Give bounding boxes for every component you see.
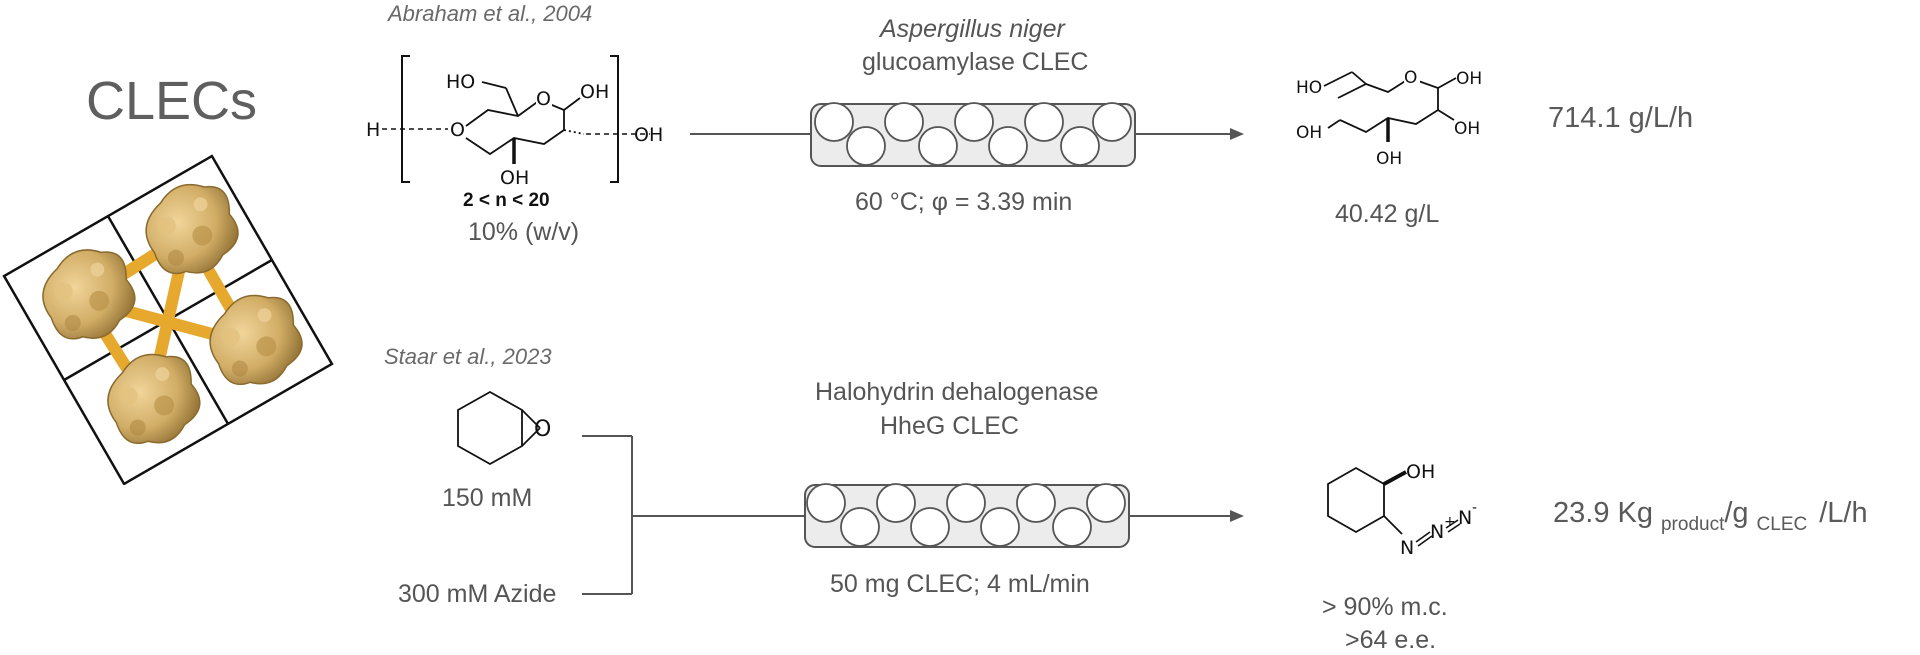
atom-o-ring: O xyxy=(536,88,551,110)
bead xyxy=(918,126,958,166)
packed-bed-column-1 xyxy=(810,102,1136,167)
reaction-arrow-1 xyxy=(690,128,1244,140)
atom-h: H xyxy=(366,119,380,141)
bead xyxy=(876,483,916,523)
atom-oh-chain: OH xyxy=(634,124,663,146)
atom-plus: + xyxy=(1444,514,1456,530)
atom-o-link: O xyxy=(450,119,465,141)
oligosaccharide-structure: H O O HO OH OH OH xyxy=(366,55,663,189)
bead xyxy=(840,507,880,547)
productivity-1: 714.1 g/L/h xyxy=(1548,102,1694,134)
product-1-amount: 40.42 g/L xyxy=(1335,200,1440,228)
reagent-azide: 300 mM Azide xyxy=(398,580,557,608)
bead xyxy=(1024,102,1064,142)
conditions-2: 50 mg CLEC; 4 mL/min xyxy=(830,570,1090,598)
atom-oh: OH xyxy=(1406,462,1435,483)
atom-n3: N xyxy=(1458,507,1472,529)
bead xyxy=(988,126,1028,166)
enzyme-1-organism: Aspergillus niger xyxy=(880,15,1065,43)
bead xyxy=(1016,483,1056,523)
bead xyxy=(814,102,854,142)
enzyme-2-name: Halohydrin dehalogenase xyxy=(815,378,1099,406)
repeat-count-label: 2 < n < 20 xyxy=(463,190,550,211)
protein-molecule xyxy=(145,183,239,275)
product-2-ee: >64 e.e. xyxy=(1345,626,1437,654)
bead xyxy=(806,483,846,523)
productivity-2-tail: /L/h xyxy=(1819,497,1868,529)
atom-oh-ring: OH xyxy=(580,81,609,103)
bead xyxy=(884,102,924,142)
atom-ho: HO xyxy=(446,71,475,93)
atom-o: O xyxy=(534,417,551,442)
bead xyxy=(1086,483,1126,523)
citation-1: Abraham et al., 2004 xyxy=(388,1,593,26)
substrate-2-concentration: 150 mM xyxy=(442,484,533,512)
bead xyxy=(1052,507,1092,547)
product-2-conversion: > 90% m.c. xyxy=(1322,593,1448,621)
atom-o: O xyxy=(1404,68,1417,88)
glucose-structure: O HO OH OH OH OH xyxy=(1296,68,1482,169)
protein-molecule xyxy=(42,249,136,340)
atom-n2: N xyxy=(1430,521,1444,543)
enzyme-1-name: glucoamylase CLEC xyxy=(862,48,1089,76)
atom-oh-1: OH xyxy=(1456,69,1482,89)
productivity-2-sub-product: product xyxy=(1660,514,1725,535)
substrate-1-concentration: 10% (w/v) xyxy=(468,218,580,246)
citation-2: Staar et al., 2023 xyxy=(384,344,552,369)
atom-oh-4: OH xyxy=(1296,123,1322,143)
bead xyxy=(910,507,950,547)
bead xyxy=(946,483,986,523)
protein-molecule xyxy=(209,294,303,386)
cyclohexene-oxide-structure: O xyxy=(457,390,551,466)
atom-ho: HO xyxy=(1296,78,1322,98)
atom-oh-3: OH xyxy=(1376,149,1402,169)
reaction-arrow-2 xyxy=(582,435,1244,595)
atom-oh-2: OH xyxy=(1454,119,1480,139)
bead xyxy=(954,102,994,142)
atom-oh-bottom: OH xyxy=(500,167,529,189)
productivity-2-sub-clec: CLEC xyxy=(1756,514,1808,535)
protein-molecule xyxy=(107,353,201,445)
diagram-title: CLECs xyxy=(86,71,258,131)
clec-crystal-illustration xyxy=(2,154,334,485)
conditions-1: 60 °C; φ = 3.39 min xyxy=(855,188,1073,216)
azido-cyclohexanol-structure: OH N N + N - xyxy=(1327,462,1477,559)
bead xyxy=(846,126,886,166)
productivity-2-value: 23.9 Kg xyxy=(1553,497,1653,529)
atom-n1: N xyxy=(1400,537,1414,559)
bead xyxy=(1060,126,1100,166)
productivity-2-sep: /g xyxy=(1724,497,1749,529)
bead xyxy=(1092,102,1132,142)
enzyme-2-variant: HheG CLEC xyxy=(880,412,1019,440)
packed-bed-column-2 xyxy=(804,483,1130,548)
bead xyxy=(980,507,1020,547)
atom-minus: - xyxy=(1472,500,1477,516)
